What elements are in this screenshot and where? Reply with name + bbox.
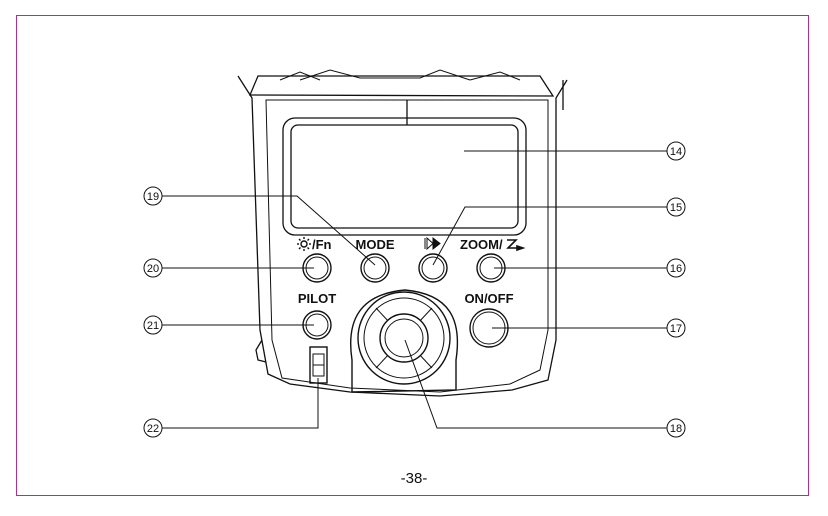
callout-17: 17	[670, 323, 682, 335]
lcd-screen-inner	[291, 125, 518, 228]
lcd-screen-outer	[283, 118, 526, 235]
light-fn-label: /Fn	[312, 237, 332, 252]
mode-label: MODE	[356, 237, 395, 252]
top-head-detail	[280, 70, 520, 80]
callout-22: 22	[147, 423, 159, 435]
side-latch	[256, 340, 266, 362]
top-head-outline	[250, 76, 553, 96]
callout-18: 18	[670, 423, 682, 435]
fast-forward-icon	[425, 238, 440, 249]
page-number: -38-	[0, 470, 828, 487]
zoom-arrow-icon	[507, 240, 523, 250]
sun-icon	[297, 237, 311, 251]
callout-20: 20	[147, 263, 159, 275]
callout-14: 14	[670, 146, 682, 158]
callout-21: 21	[147, 320, 159, 332]
callout-19: 19	[147, 191, 159, 203]
callout-16: 16	[670, 263, 682, 275]
leader-22	[162, 378, 318, 428]
sync-button[interactable]	[419, 254, 447, 282]
onoff-label: ON/OFF	[464, 291, 513, 306]
callout-15: 15	[670, 202, 682, 214]
zoom-label: ZOOM/	[460, 237, 503, 252]
mode-button[interactable]	[361, 254, 389, 282]
pilot-label: PILOT	[298, 291, 336, 306]
dial-center-button[interactable]	[380, 314, 428, 362]
leader-15	[433, 207, 667, 265]
